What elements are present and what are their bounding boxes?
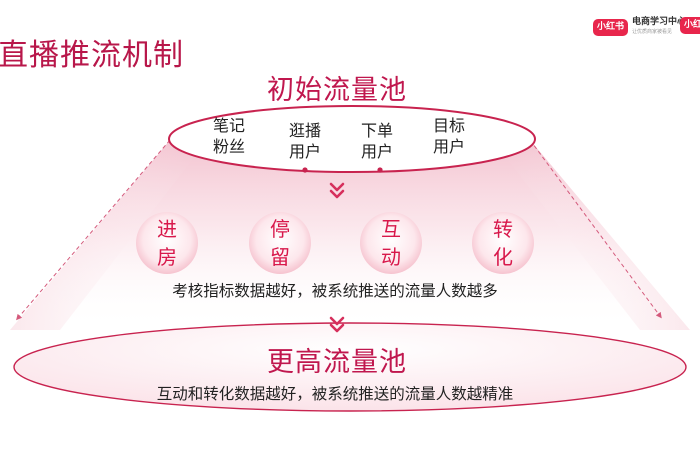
source-line: 粉丝 (212, 137, 245, 156)
source-line: 用户 (432, 137, 465, 156)
metric-char: 化 (493, 245, 513, 269)
source-line: 用户 (288, 142, 321, 161)
metric-char: 动 (381, 245, 401, 269)
source-line: 逛播 (288, 121, 321, 140)
funnel-left-edge (10, 140, 200, 330)
source-line: 下单 (360, 121, 393, 140)
metric-char: 停 (270, 217, 290, 241)
metric-char: 转 (493, 217, 513, 241)
funnel-right-edge (500, 140, 690, 330)
brand-text: 电商学习中心 让优质商家被看见 (632, 17, 686, 37)
metrics-note: 考核指标数据越好，被系统推送的流量人数越多 (172, 282, 498, 300)
chevron-down-icon (329, 316, 345, 333)
source-item: 下单 用户 (352, 120, 402, 162)
metric-circle-2 (249, 212, 311, 274)
metric-circle-1 (136, 212, 198, 274)
brand-name: 电商学习中心 (632, 17, 687, 27)
source-dot-2 (302, 167, 308, 173)
metric-char: 进 (157, 217, 177, 241)
higher-pool-note: 互动和转化数据越好，被系统推送的流量人数越精准 (156, 385, 514, 403)
brand-badge-cropped: 小红书 (680, 17, 700, 34)
brand-logo: 小红书 电商学习中心 让优质商家被看见 (593, 17, 686, 37)
higher-pool-title: 更高流量池 (267, 347, 407, 378)
right-flow-arrow (529, 139, 662, 319)
metric-label: 进 房 (142, 215, 192, 271)
page-title: 直播推流机制 (0, 38, 184, 73)
funnel-body (10, 140, 690, 330)
metric-char: 互 (381, 217, 401, 241)
brand-badge: 小红书 (593, 18, 629, 36)
higher-pool-ring (13, 322, 687, 412)
brand-slogan: 让优质商家被看见 (632, 29, 673, 35)
metric-label: 转 化 (478, 215, 528, 271)
source-dot-3 (377, 167, 383, 173)
metric-char: 房 (157, 245, 177, 269)
chevron-down-icon (329, 182, 345, 199)
source-line: 目标 (432, 116, 465, 135)
metric-char: 留 (270, 245, 290, 269)
source-item: 笔记 粉丝 (204, 115, 254, 157)
metric-label: 停 留 (255, 215, 305, 271)
source-item: 目标 用户 (424, 115, 474, 157)
metric-circle-3 (360, 212, 422, 274)
metric-circle-4 (472, 212, 534, 274)
initial-pool-title: 初始流量池 (267, 75, 407, 106)
source-line: 用户 (360, 142, 393, 161)
initial-pool-ring (168, 105, 536, 173)
metric-label: 互 动 (366, 215, 416, 271)
source-item: 逛播 用户 (280, 120, 330, 162)
source-line: 笔记 (212, 116, 245, 135)
